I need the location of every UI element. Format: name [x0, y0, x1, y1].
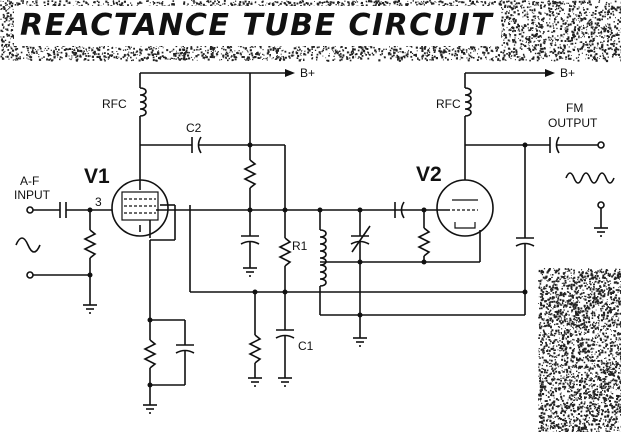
ground-icon: [353, 337, 367, 347]
v2-stage: [317, 69, 615, 347]
label-c1: C1: [298, 339, 314, 353]
ground-icon: [594, 227, 608, 237]
label-r1: R1: [292, 239, 308, 253]
sine-wave-icon: [15, 237, 41, 253]
label-bplus-left: B+: [300, 66, 315, 80]
label-rfc-right: RFC: [436, 97, 461, 111]
ground-icon: [143, 404, 157, 414]
v1-tube: [111, 179, 169, 237]
ground-icon: [243, 267, 257, 277]
ground-icon: [248, 377, 262, 387]
speckle-patch: [538, 268, 621, 432]
label-c2: C2: [186, 121, 202, 135]
label-v2: V2: [416, 163, 442, 186]
label-fm-output-1: FM: [566, 101, 583, 115]
page-title: REACTANCE TUBE CIRCUIT: [14, 6, 502, 46]
ground-icon: [83, 304, 97, 314]
arrow-icon: [545, 69, 555, 77]
v1-stage: [15, 69, 525, 414]
label-bplus-right: B+: [560, 66, 575, 80]
label-rfc-left: RFC: [102, 97, 127, 111]
label-v1: V1: [84, 165, 110, 188]
label-af-input-1: A-F: [20, 174, 39, 188]
label-fm-output-2: OUTPUT: [548, 116, 598, 130]
label-af-input-2: INPUT: [14, 188, 51, 202]
title-banner: REACTANCE TUBE CIRCUIT: [0, 0, 621, 64]
ground-icon: [278, 377, 292, 387]
fm-waveform-icon: [565, 172, 615, 184]
label-pin3: 3: [95, 195, 102, 209]
arrow-icon: [285, 69, 295, 77]
